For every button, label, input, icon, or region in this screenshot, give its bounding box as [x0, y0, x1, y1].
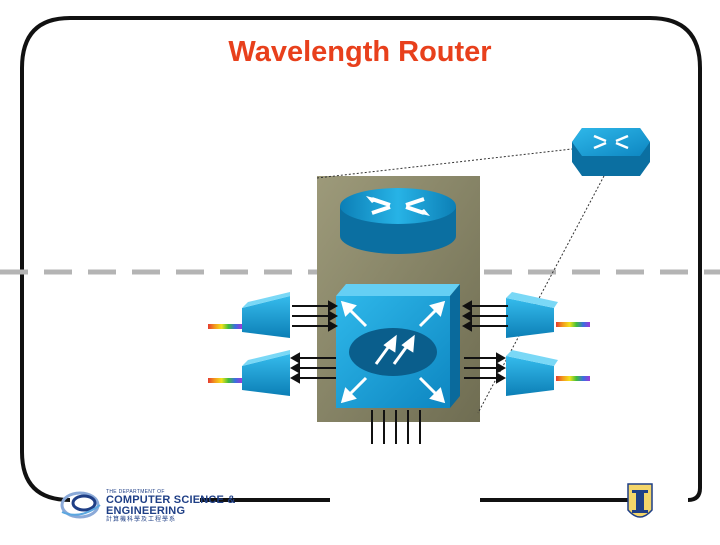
right-output-wavelengths-top [556, 322, 590, 327]
optical-switch-icon [336, 284, 460, 408]
right-output-wavelengths-bottom [556, 376, 590, 381]
logo-line-2: COMPUTER SCIENCE & [106, 494, 236, 506]
left-demux-top [242, 292, 290, 338]
control-link-bottom [477, 175, 605, 414]
right-mux-top [506, 292, 558, 338]
ip-router-icon [340, 188, 456, 254]
left-demux-bottom [242, 350, 290, 396]
logo-line-4: 計算機科學及工程學系 [106, 517, 177, 523]
logo-line-3: ENGINEERING [106, 505, 186, 517]
control-link-top [316, 148, 573, 179]
left-input-wavelengths-bottom [208, 378, 242, 383]
right-arrows [461, 300, 508, 384]
slide-title: Wavelength Router [228, 36, 492, 68]
left-arrows [289, 300, 339, 384]
left-input-wavelengths-top [208, 324, 242, 329]
department-logo-icon [60, 491, 101, 519]
remote-router-icon [572, 128, 650, 176]
right-mux-bottom [506, 350, 558, 396]
department-logo-text: THE DEPARTMENT OF COMPUTER SCIENCE & ENG… [106, 489, 236, 524]
local-ports [371, 410, 421, 444]
logo-line-1: THE DEPARTMENT OF [106, 489, 165, 495]
university-crest-icon [627, 483, 653, 518]
slide-frame [20, 16, 702, 502]
